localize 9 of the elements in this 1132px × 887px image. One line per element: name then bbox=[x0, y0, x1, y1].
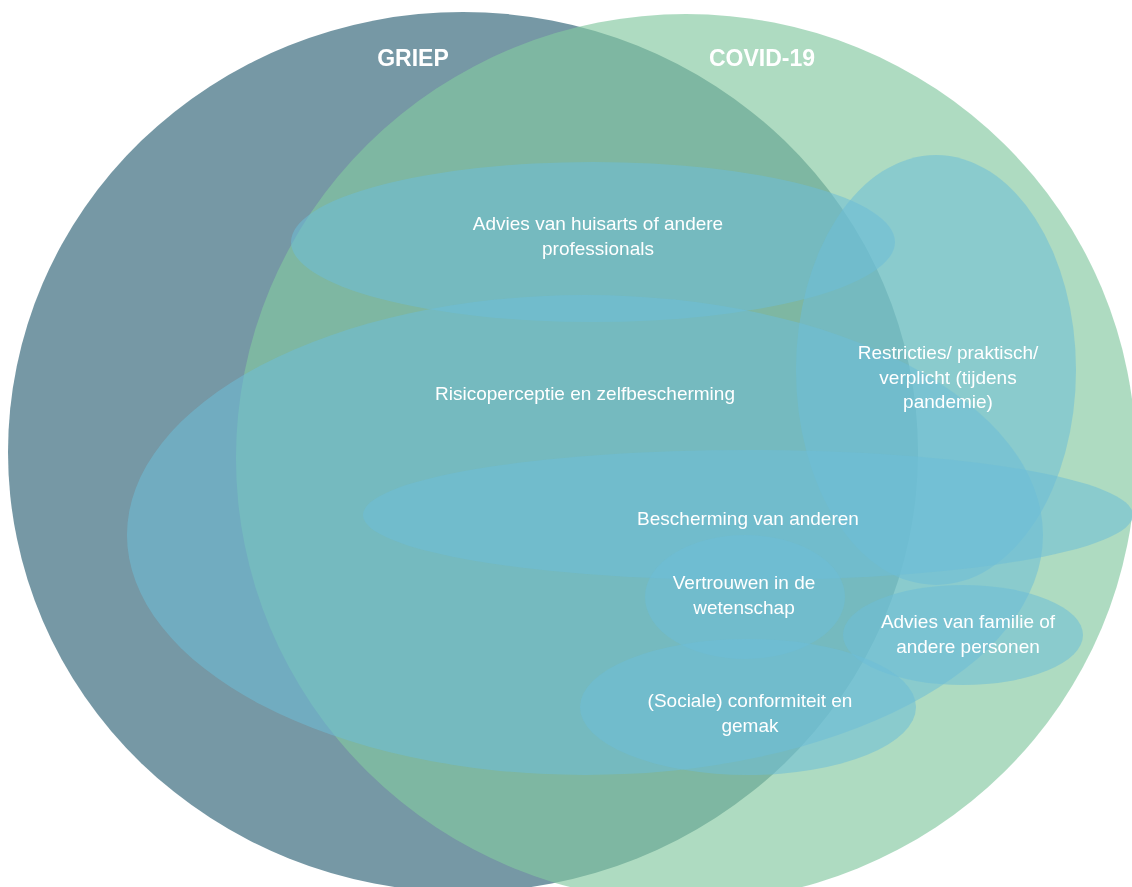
factor-label: Risicoperceptie en zelfbescherming bbox=[435, 381, 735, 406]
factor-label: Advies van familie of andere personen bbox=[879, 610, 1057, 659]
set-title: GRIEP bbox=[377, 43, 449, 73]
factor-label: Vertrouwen in de wetenschap bbox=[671, 571, 817, 620]
factor-label: (Sociale) conformiteit en gemak bbox=[646, 689, 854, 738]
factor-label: Restricties/ praktisch/ verplicht (tijdens pandemie) bbox=[856, 340, 1040, 415]
factor-label: Advies van huisarts of andere professionals bbox=[471, 212, 725, 261]
factor-label: Bescherming van anderen bbox=[637, 506, 859, 531]
set-title: COVID-19 bbox=[708, 43, 816, 73]
